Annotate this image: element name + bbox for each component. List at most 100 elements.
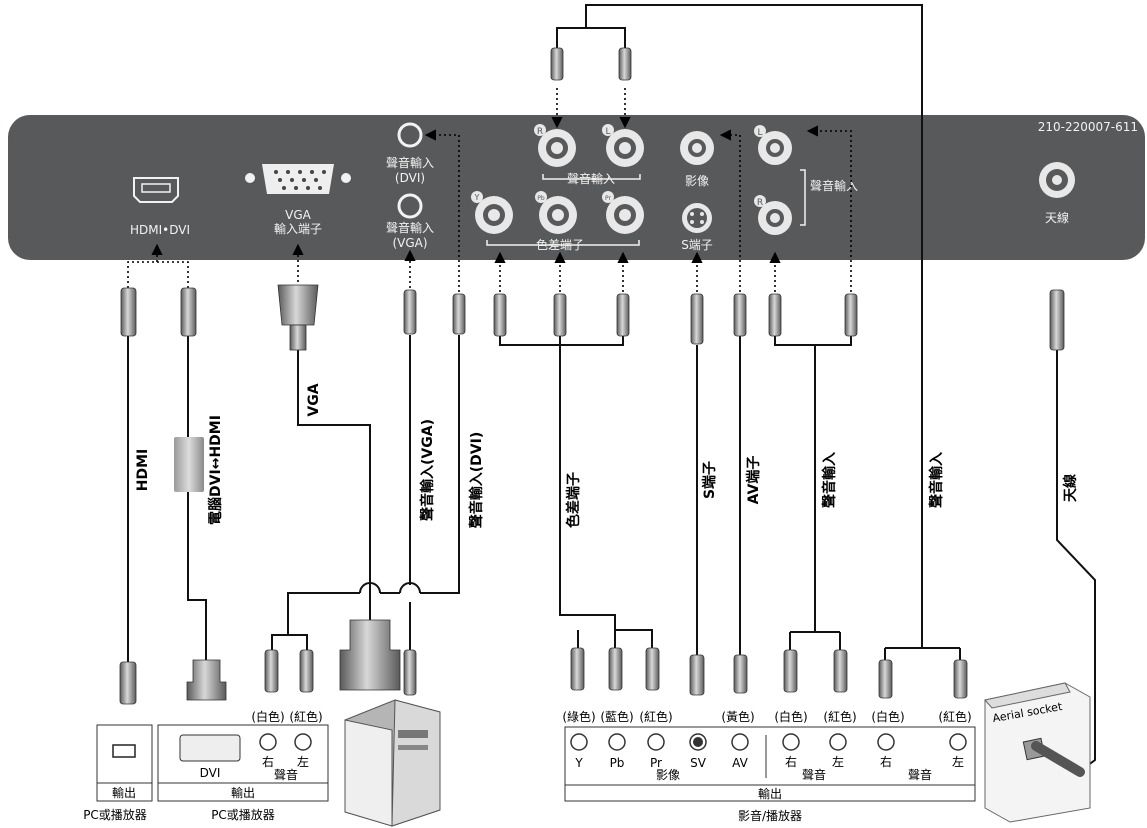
audio-in-right-r-jack[interactable] [754, 195, 792, 235]
av-audio-label-2: 聲音 [908, 767, 932, 782]
pc2-audio-l-jack [294, 733, 312, 751]
jack-letter-y: Y [474, 193, 480, 202]
audio-in-dvi-sub: (DVI) [395, 171, 425, 185]
component-label: 色差端子 [536, 238, 584, 252]
dvi-out-port [179, 734, 241, 762]
pc2-white-label: (白色) [251, 709, 284, 724]
audio-in-top-label: 聲音輸入 [567, 171, 615, 186]
pc-player-1-output: 輸出 [112, 785, 136, 800]
antenna-label: 天線 [1045, 210, 1069, 225]
component-pr-jack[interactable] [602, 191, 644, 234]
audio-in-cable-label-2: 聲音輸入 [928, 452, 945, 508]
av-sv-jack [689, 733, 707, 751]
audio-vga-cable-label: 聲音輸入(VGA) [419, 419, 436, 521]
jack-letter-r-2: R [757, 198, 763, 208]
jack-letter-pr: Pr [605, 195, 612, 202]
pc2-left-label: 左 [297, 754, 309, 769]
audio-in-r-jack[interactable] [534, 124, 576, 167]
hdmi-out-port [112, 744, 136, 758]
jack-letter-l: L [605, 127, 610, 137]
av-player-device: (綠色) (藍色) (紅色) (黃色) (白色) (紅色) (白色) (紅色) … [562, 709, 976, 823]
av-yellow-label: (黃色) [721, 710, 754, 724]
av-red-label-1: (紅色) [823, 710, 856, 724]
audio-in-dvi-jack[interactable] [397, 122, 423, 148]
av-audio-r-jack-2 [877, 733, 895, 751]
dvi-hdmi-cable-label: 電腦DVI↔HDMI [207, 415, 224, 525]
dvi-label: DVI [200, 766, 221, 780]
av-left-label-1: 左 [832, 754, 844, 769]
av-cable-label: AV端子 [745, 456, 762, 505]
pc2-red-label: (紅色) [289, 710, 322, 724]
hdmi-dvi-label: HDMI•DVI [130, 223, 190, 237]
connection-arrows [127, 88, 852, 292]
pc-player-2-output: 輸出 [231, 785, 255, 800]
pc2-audio-label: 聲音 [274, 767, 298, 782]
audio-in-right-label: 聲音輸入 [810, 178, 858, 193]
audio-in-vga-sub: (VGA) [392, 236, 427, 250]
antenna-port[interactable] [1039, 162, 1075, 198]
av-sv-label: SV [690, 756, 707, 770]
av-blue-label: (藍色) [600, 710, 633, 724]
av-red-label-2: (紅色) [938, 710, 971, 724]
vga-label: VGA [285, 208, 312, 222]
jack-letter-pb: Pb [537, 195, 545, 202]
av-pr-label: Pr [650, 756, 662, 770]
pc2-right-label: 右 [262, 754, 274, 769]
aerial-socket: Aerial socket [984, 682, 1091, 823]
audio-in-right-l-jack[interactable] [754, 125, 792, 165]
audio-in-vga-jack[interactable] [397, 193, 423, 219]
av-pb-label: Pb [610, 756, 625, 770]
audio-in-cable-label-1: 聲音輸入 [821, 452, 838, 508]
component-y-jack[interactable] [471, 191, 513, 234]
s-video-cable-label: S端子 [701, 461, 718, 499]
component-pb-jack[interactable] [535, 191, 577, 234]
pc-tower-icon [344, 699, 441, 827]
pc2-audio-r-jack [259, 733, 277, 751]
av-player-caption: 影音/播放器 [738, 808, 802, 823]
audio-in-l-jack[interactable] [602, 124, 644, 167]
audio-in-dvi-label: 聲音輸入 [386, 155, 434, 170]
av-audio-label-1: 聲音 [802, 767, 826, 782]
av-y-label: Y [574, 756, 583, 770]
s-video-jack[interactable] [682, 203, 712, 233]
av-right-label-1: 右 [785, 754, 797, 769]
av-pb-jack [608, 733, 626, 751]
pc-player-hdmi-device: 輸出 PC或播放器 [83, 724, 153, 822]
av-output-label: 輸出 [758, 786, 782, 801]
hdmi-cable-label: HDMI [135, 449, 151, 491]
av-white-label-1: (白色) [774, 709, 807, 724]
plugs [119, 47, 1065, 705]
av-green-label: (綠色) [562, 710, 595, 724]
vga-port[interactable] [245, 164, 351, 194]
part-number: 210-220007-611 [1038, 120, 1138, 134]
jack-letter-l-2: L [757, 128, 762, 138]
av-audio-l-jack-2 [949, 733, 967, 751]
video-jack[interactable] [680, 131, 714, 165]
video-label: 影像 [685, 174, 709, 188]
audio-in-vga-label: 聲音輸入 [386, 220, 434, 235]
av-pr-jack [647, 733, 665, 751]
av-av-jack [731, 733, 749, 751]
pc-player-1-caption: PC或播放器 [83, 807, 147, 822]
pc-player-2-caption: PC或播放器 [211, 807, 275, 822]
cables [127, 4, 1096, 776]
component-cable-label: 色差端子 [565, 472, 582, 528]
av-right-label-2: 右 [880, 754, 892, 769]
antenna-cable-label: 天線 [1062, 474, 1079, 502]
s-video-label: S端子 [681, 238, 713, 252]
audio-dvi-cable-label: 聲音輸入(DVI) [468, 432, 485, 528]
hdmi-port[interactable] [133, 177, 179, 203]
av-red-label: (紅色) [639, 710, 672, 724]
av-audio-l-jack-1 [829, 733, 847, 751]
pc-player-dvi-device: DVI (白色) (紅色) 右 左 聲音 輸出 PC或播放器 [157, 709, 329, 822]
av-y-jack [570, 733, 588, 751]
av-av-label: AV [732, 756, 748, 770]
vga-cable-label: VGA [306, 383, 322, 416]
tv-back-panel: 210-220007-611 HDMI•DVI VGA 輸入端子 聲音輸入 (D… [8, 115, 1145, 260]
av-white-label-2: (白色) [871, 709, 904, 724]
av-audio-r-jack-1 [782, 733, 800, 751]
av-video-label: 影像 [656, 768, 680, 782]
cable-labels: HDMI 電腦DVI↔HDMI VGA 聲音輸入(VGA) 聲音輸入(DVI) … [135, 383, 1079, 528]
av-left-label-2: 左 [952, 754, 964, 769]
